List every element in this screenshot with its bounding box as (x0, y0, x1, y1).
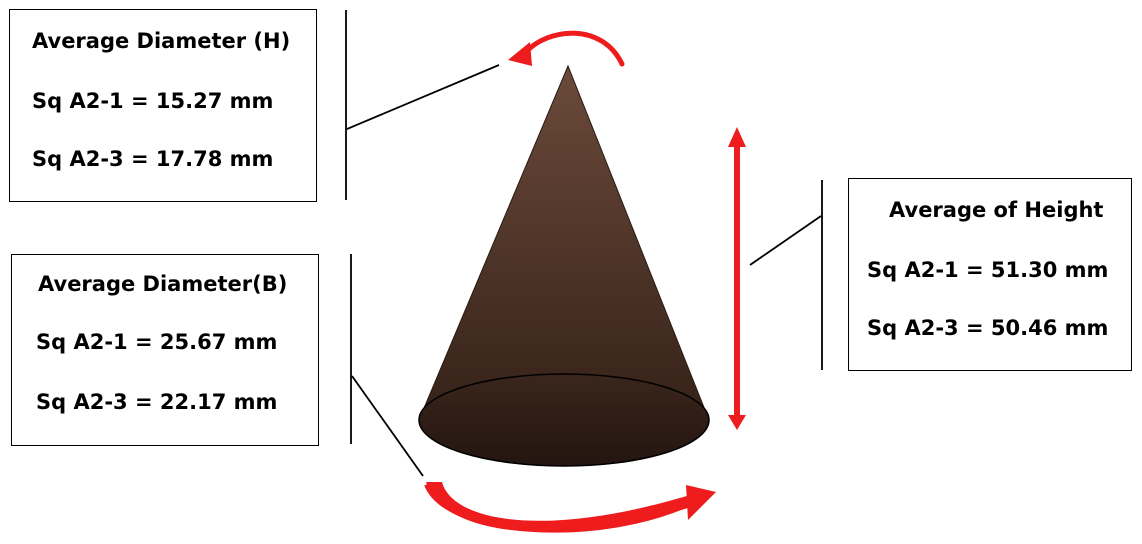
height-value-1: Sq A2-1 = 51.30 mm (867, 258, 1108, 282)
diameter-base-box: Average Diameter(B) Sq A2-1 = 25.67 mm S… (11, 254, 319, 446)
cone-base (419, 374, 709, 466)
diameter-base-value-1: Sq A2-1 = 25.67 mm (36, 330, 277, 354)
connector-height (750, 216, 821, 265)
connector-top (347, 65, 499, 129)
diameter-base-title: Average Diameter(B) (38, 272, 287, 296)
diameter-base-value-2: Sq A2-3 = 22.17 mm (36, 390, 277, 414)
height-value-2: Sq A2-3 = 50.46 mm (867, 316, 1108, 340)
top-rotation-arrow (508, 33, 622, 66)
diameter-top-value-1: Sq A2-1 = 15.27 mm (32, 89, 273, 113)
height-title: Average of Height (889, 198, 1103, 222)
height-arrow (728, 127, 746, 430)
diameter-top-value-2: Sq A2-3 = 17.78 mm (32, 147, 273, 171)
height-box: Average of Height Sq A2-1 = 51.30 mm Sq … (848, 178, 1132, 371)
connector-base (352, 376, 423, 476)
base-rotation-arrow (426, 482, 716, 532)
diameter-top-box: Average Diameter (H) Sq A2-1 = 15.27 mm … (9, 9, 317, 202)
diameter-top-title: Average Diameter (H) (32, 29, 290, 53)
